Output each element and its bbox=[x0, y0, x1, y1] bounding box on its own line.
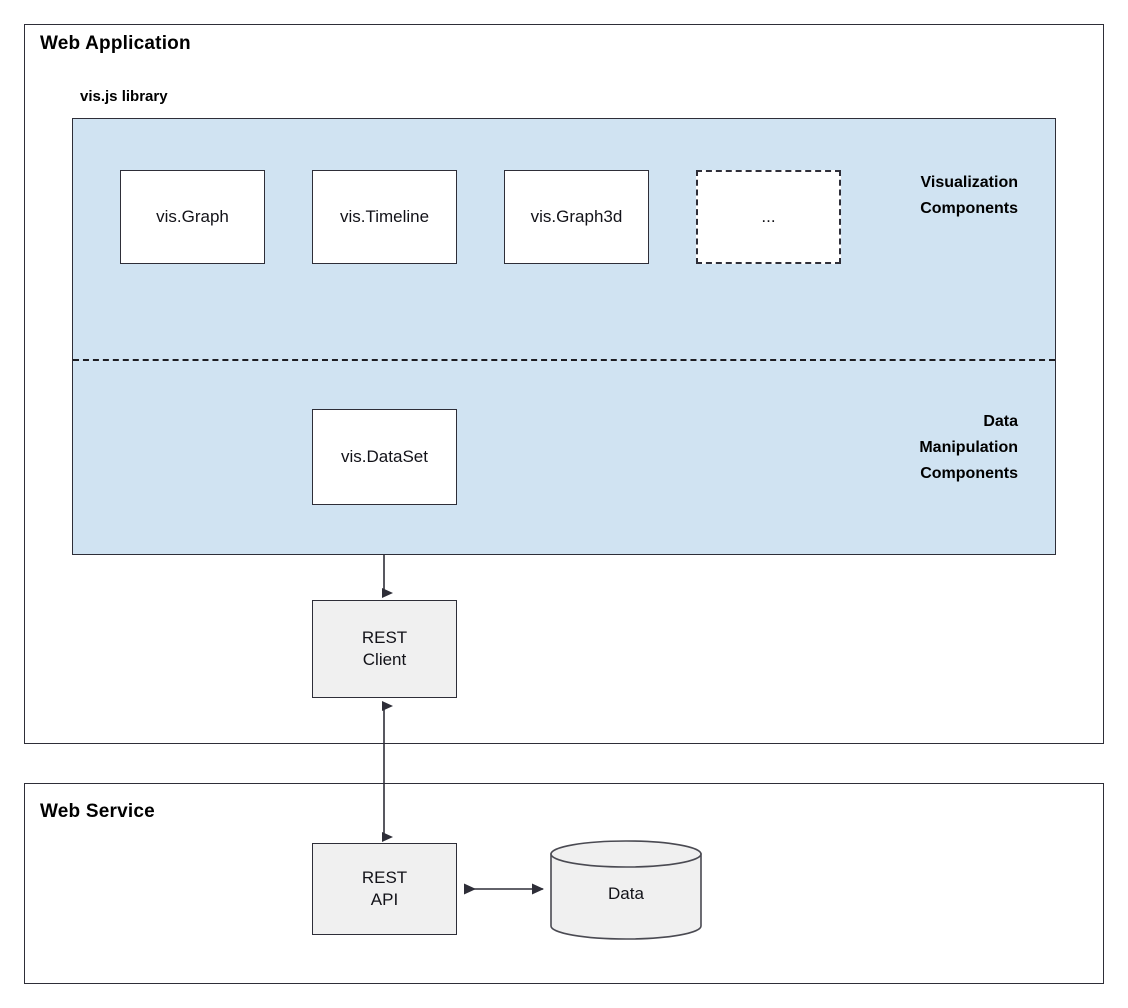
node-vis-timeline[interactable]: vis.Timeline bbox=[312, 170, 457, 264]
data-manipulation-label-line2: Manipulation bbox=[919, 439, 1018, 456]
node-vis-graph[interactable]: vis.Graph bbox=[120, 170, 265, 264]
rest-api-label-line1: REST bbox=[361, 868, 408, 887]
visjs-library-title: vis.js library bbox=[80, 88, 168, 105]
node-vis-graph3d[interactable]: vis.Graph3d bbox=[504, 170, 649, 264]
visualization-components-label-line1: Visualization bbox=[920, 174, 1018, 191]
visualization-components-label-line2: Components bbox=[920, 200, 1018, 217]
data-manipulation-label-line3: Components bbox=[920, 465, 1018, 482]
library-zone-separator bbox=[73, 359, 1055, 361]
web-application-title: Web Application bbox=[40, 33, 191, 54]
visualization-components-label: Visualization Components bbox=[786, 170, 1018, 222]
rest-api-label-line2: API bbox=[370, 890, 399, 909]
rest-client-label-line1: REST bbox=[361, 628, 408, 647]
data-store-label: Data bbox=[608, 884, 644, 903]
node-rest-api[interactable]: REST API bbox=[312, 843, 457, 935]
web-application-frame bbox=[24, 24, 1104, 744]
node-rest-client[interactable]: REST Client bbox=[312, 600, 457, 698]
data-manipulation-components-label: Data Manipulation Components bbox=[786, 409, 1018, 487]
rest-client-label-line2: Client bbox=[362, 650, 407, 669]
web-service-title: Web Service bbox=[40, 801, 155, 822]
data-manipulation-label-line1: Data bbox=[983, 413, 1018, 430]
node-vis-dataset[interactable]: vis.DataSet bbox=[312, 409, 457, 505]
web-service-frame bbox=[24, 783, 1104, 984]
cylinder-shape bbox=[550, 840, 702, 940]
node-data-store[interactable]: Data bbox=[548, 840, 704, 940]
node-vis-more[interactable]: ... bbox=[696, 170, 841, 264]
